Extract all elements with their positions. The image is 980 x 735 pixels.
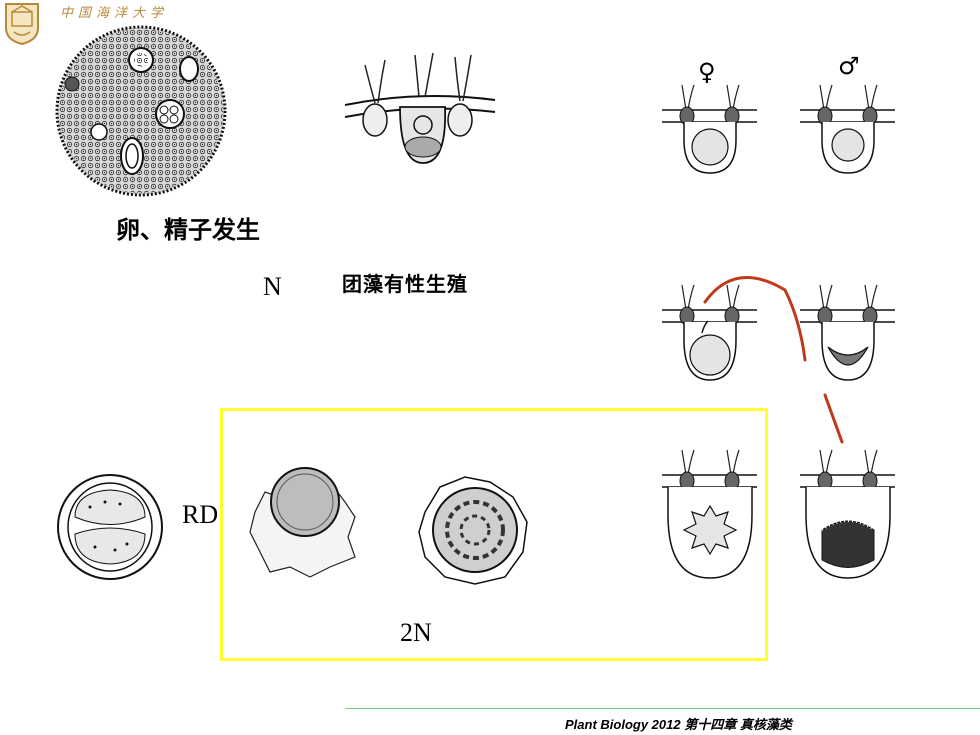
sexual-reproduction-title: 团藻有性生殖 [342,272,468,296]
diploid-label: 2N [400,618,432,647]
zygote-division-illustration [57,474,163,580]
university-logo [5,3,39,46]
meiosis-label: RD [182,500,219,529]
germinating-colony-illustration [418,476,528,585]
female-symbol: ♀ [698,58,716,86]
fertilization-illustration [662,284,757,381]
footer-divider [345,708,980,709]
footer-caption: Plant Biology 2012 第十四章 真核藻类 [565,717,792,732]
male-symbol: ♂ [838,52,860,80]
haploid-label: N [263,272,282,301]
zygote-wall-illustration [249,467,356,578]
zygospore-illustration [662,449,757,579]
egg-sperm-label: 卵、精子发生 [116,218,260,244]
colony-illustration [55,25,227,197]
sperm-bundle-illustration [800,449,895,579]
logo-caption: 中国海洋大学 [60,6,169,21]
male-gamete-illustration [800,84,895,174]
female-gamete-illustration [662,84,757,174]
annotation-curve [703,276,844,444]
sperm-packet-illustration [800,284,895,381]
diploid-stage-highlight-box [220,408,768,661]
gamete-formation-illustration [344,52,496,164]
